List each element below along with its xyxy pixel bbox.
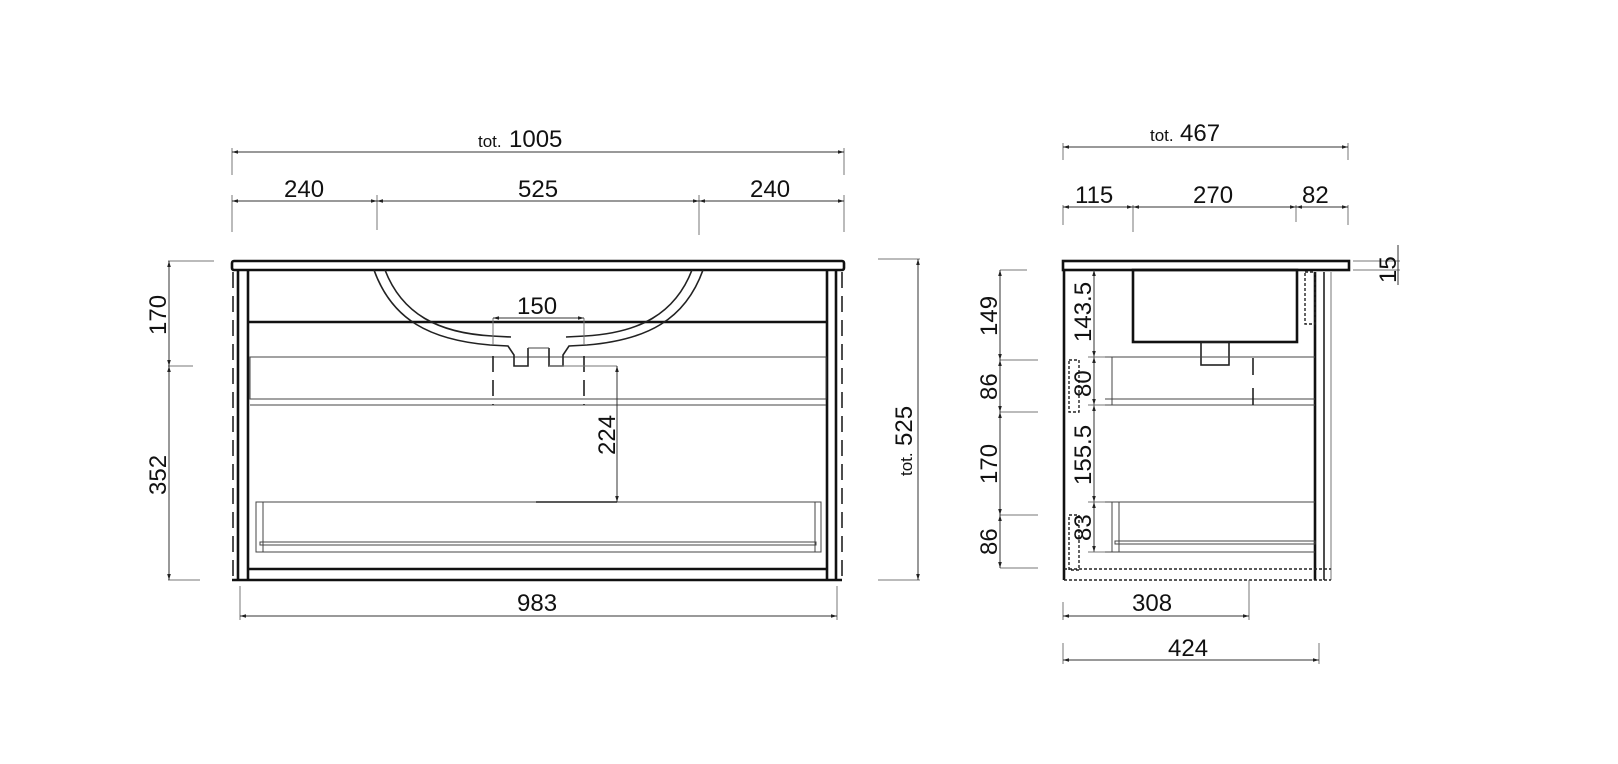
segment-back: 82 xyxy=(1302,182,1329,209)
inner-143-5: 143.5 xyxy=(1070,282,1097,342)
outer-149: 149 xyxy=(976,296,1003,336)
depth-424: 424 xyxy=(1168,635,1208,662)
drain-to-drawer: 224 xyxy=(594,415,621,455)
tot-depth-value: 467 xyxy=(1180,120,1220,147)
segment-basin: 270 xyxy=(1193,182,1233,209)
front-countertop xyxy=(230,259,846,272)
outer-86-lower: 86 xyxy=(976,528,1003,555)
lower-height: 352 xyxy=(145,455,172,495)
segment-right: 240 xyxy=(750,176,790,203)
inner-83: 83 xyxy=(1070,514,1097,541)
drain-width: 150 xyxy=(517,293,557,320)
side-view xyxy=(1061,259,1351,581)
side-dimensions: tot. 467 115 270 82 15 149 86 170 86 xyxy=(976,120,1402,664)
tot-depth-prefix: tot. xyxy=(1150,126,1174,145)
upper-height: 170 xyxy=(145,295,172,335)
segment-left: 240 xyxy=(284,176,324,203)
top-thickness: 15 xyxy=(1375,256,1402,283)
tot-width-value: 1005 xyxy=(509,126,562,153)
outer-86-upper: 86 xyxy=(976,373,1003,400)
depth-308: 308 xyxy=(1132,590,1172,617)
segment-center: 525 xyxy=(518,176,558,203)
outer-170: 170 xyxy=(976,444,1003,484)
tot-height-prefix: tot. xyxy=(897,452,916,476)
segment-front: 115 xyxy=(1075,182,1113,209)
tot-height-value: 525 xyxy=(891,406,918,446)
inner-155-5: 155.5 xyxy=(1070,425,1097,485)
tot-width-prefix: tot. xyxy=(478,132,502,151)
front-dimensions: tot. 1005 240 525 240 150 224 170 352 to… xyxy=(145,126,920,620)
side-countertop xyxy=(1061,259,1351,272)
front-view xyxy=(230,259,846,582)
inner-80: 80 xyxy=(1070,370,1097,397)
bottom-width: 983 xyxy=(517,590,557,617)
